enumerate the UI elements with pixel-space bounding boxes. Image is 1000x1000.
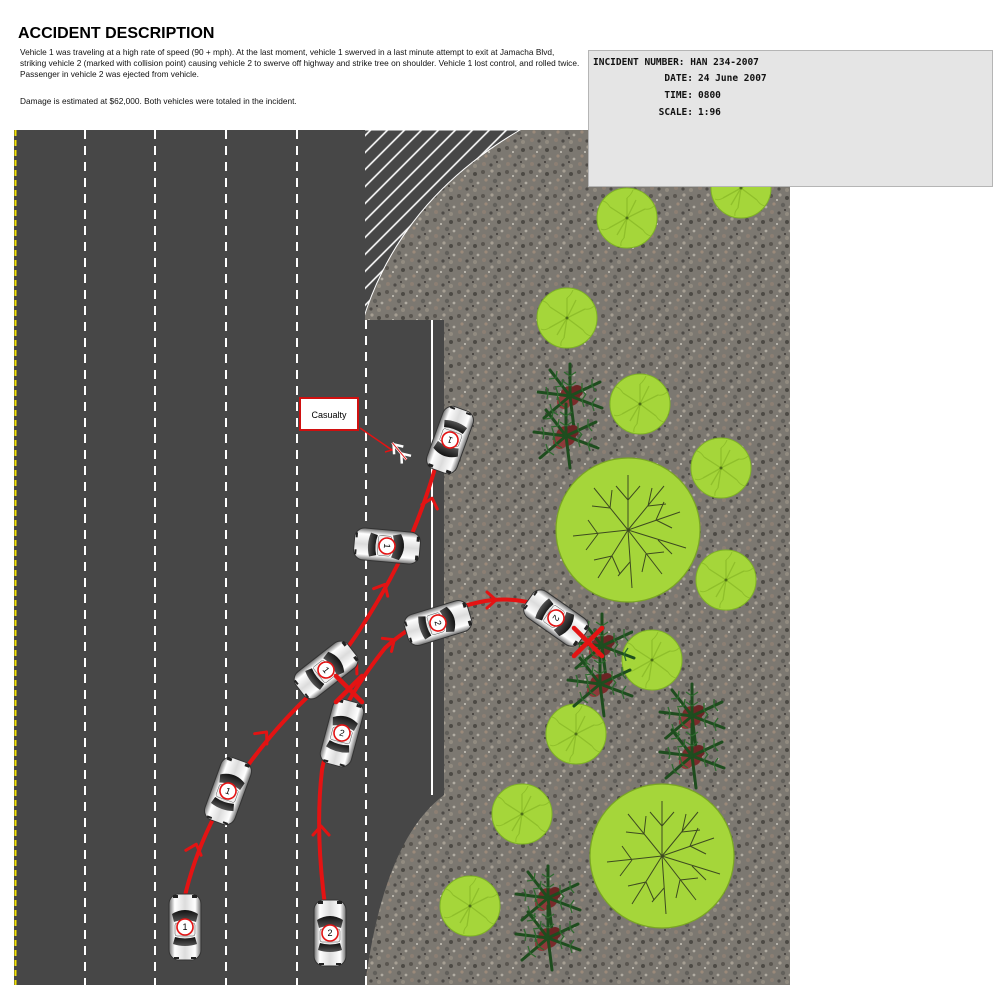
incident-info-box: INCIDENT NUMBER: HAN 234-2007 DATE:24 Ju… bbox=[588, 50, 993, 187]
tree-icon bbox=[537, 288, 597, 348]
highway-asphalt bbox=[14, 130, 365, 985]
tree-icon bbox=[610, 374, 670, 434]
tree-icon bbox=[440, 876, 500, 936]
tree-icon bbox=[492, 784, 552, 844]
vehicle-number-label: 2 bbox=[327, 928, 332, 938]
casualty-label: Casualty bbox=[311, 410, 347, 420]
incident-number-row: INCIDENT NUMBER: HAN 234-2007 bbox=[593, 57, 759, 68]
tree-icon bbox=[622, 630, 682, 690]
vehicle-number-label: 1 bbox=[382, 543, 392, 549]
vehicle-1-car-icon: 1 bbox=[169, 894, 201, 960]
time-label: TIME: bbox=[589, 90, 693, 101]
tree-icon bbox=[696, 550, 756, 610]
date-label: DATE: bbox=[589, 73, 693, 84]
date-row: DATE:24 June 2007 bbox=[589, 73, 767, 84]
large-tree-icon bbox=[590, 784, 734, 928]
large-tree-icon bbox=[556, 458, 700, 602]
scale-label: SCALE: bbox=[589, 107, 693, 118]
tree-icon bbox=[597, 188, 657, 248]
scale-value: 1:96 bbox=[693, 107, 721, 118]
vehicle-2-car-icon: 2 bbox=[314, 900, 346, 966]
vehicle-1-car-icon: 1 bbox=[353, 527, 422, 565]
time-value: 0800 bbox=[693, 90, 721, 101]
incident-number-value: HAN 234-2007 bbox=[690, 57, 759, 68]
incident-number-label: INCIDENT NUMBER: bbox=[593, 57, 685, 68]
date-value: 24 June 2007 bbox=[693, 73, 767, 84]
time-row: TIME:0800 bbox=[589, 90, 721, 101]
vehicle-number-label: 1 bbox=[182, 922, 187, 932]
tree-icon bbox=[546, 704, 606, 764]
tree-icon bbox=[691, 438, 751, 498]
scale-row: SCALE:1:96 bbox=[589, 107, 721, 118]
